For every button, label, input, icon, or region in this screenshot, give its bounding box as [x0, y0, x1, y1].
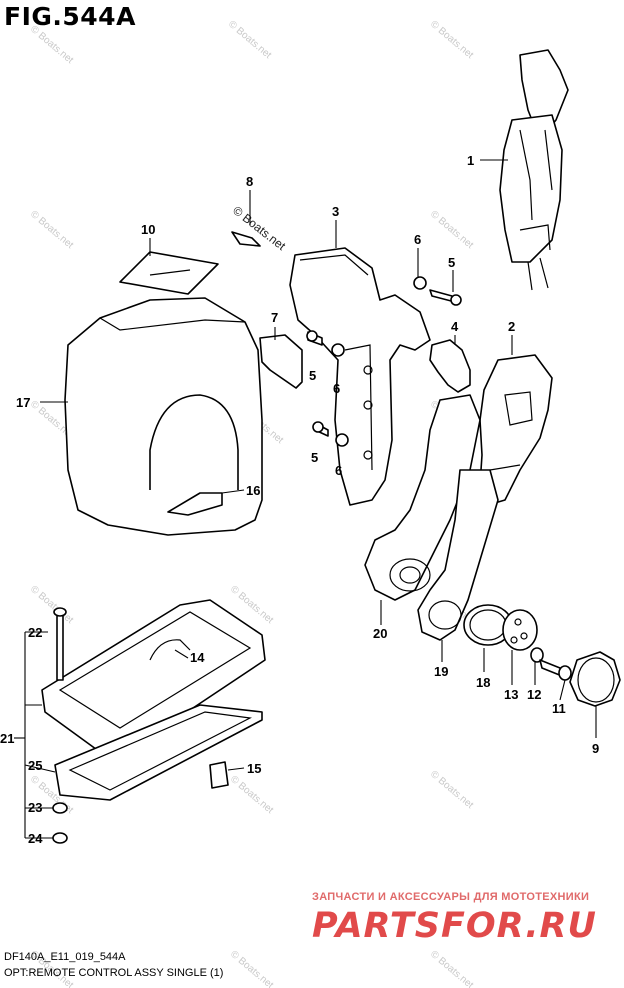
figure-title: FIG.544A [4, 2, 136, 31]
callout-2: 2 [508, 319, 515, 334]
callout-13: 13 [504, 687, 518, 702]
part-5-6-bolts [306, 276, 462, 447]
watermark-text: © Boats.net [226, 19, 273, 61]
part-8-small-clip [231, 231, 261, 247]
part-7-clip [259, 334, 303, 389]
leader-lines [14, 159, 597, 839]
callout-25: 25 [28, 758, 42, 773]
brand-tagline: ЗАПЧАСТИ И АКСЕССУАРЫ ДЛЯ МОТОТЕХНИКИ [312, 891, 590, 903]
part-9-cap [569, 651, 621, 707]
callout-11: 11 [552, 701, 566, 716]
callout-10: 10 [141, 222, 155, 237]
watermark-text: © Boats.net [228, 774, 275, 816]
part-22-screw [53, 607, 67, 681]
part-15-clip [209, 761, 229, 789]
figure-caption: OPT:REMOTE CONTROL ASSY SINGLE (1) [4, 967, 224, 979]
callout-19: 19 [434, 664, 448, 679]
callout-15: 15 [247, 761, 261, 776]
callout-4: 4 [451, 319, 459, 334]
callout-14: 14 [190, 650, 205, 665]
watermark-text: © Boats.net [28, 24, 75, 66]
callout-5: 5 [448, 255, 455, 270]
callout-22: 22 [28, 625, 42, 640]
callout-16: 16 [246, 483, 260, 498]
watermark-text: © Boats.net [428, 209, 475, 251]
watermark-text: © Boats.net [428, 949, 475, 988]
callout-24: 24 [28, 831, 43, 846]
callout-18: 18 [476, 675, 490, 690]
callout-23: 23 [28, 800, 42, 815]
part-10-plate [119, 251, 219, 295]
part-20-shift-arm [364, 394, 481, 601]
callout-6: 6 [335, 463, 342, 478]
callout-8: 8 [246, 174, 253, 189]
callout-6: 6 [414, 232, 421, 247]
watermark-text: © Boats.net [428, 19, 475, 61]
callout-6: 6 [333, 381, 340, 396]
callout-9: 9 [592, 741, 599, 756]
callout-labels: 1 2 3 4 5 5 5 6 6 6 7 8 9 10 11 12 13 14… [0, 153, 599, 846]
part-17-cover [64, 297, 263, 536]
callout-1: 1 [467, 153, 474, 168]
part-21-base-plate [41, 599, 266, 801]
part-23-24-nuts [52, 802, 68, 844]
callout-5: 5 [311, 450, 318, 465]
callout-3: 3 [332, 204, 339, 219]
part-13-disc [502, 609, 538, 651]
part-1-control-handle [499, 49, 569, 291]
callout-7: 7 [271, 310, 278, 325]
callout-20: 20 [373, 626, 387, 641]
model-code: DF140A_E11_019_544A [4, 951, 126, 963]
part-11-screw [539, 659, 572, 681]
watermark-text: © Boats.net [28, 584, 75, 626]
watermark-text: © Boats.net [28, 209, 75, 251]
part-19-throttle-arm [417, 469, 499, 641]
brand-logo: PARTSFOR.RU [312, 906, 597, 946]
callout-12: 12 [527, 687, 541, 702]
watermark-text: © Boats.net [228, 949, 275, 988]
part-4-knob [429, 339, 471, 393]
watermark-text: © Boats.net [428, 769, 475, 811]
callout-21: 21 [0, 731, 14, 746]
callout-5: 5 [309, 368, 316, 383]
part-12-washer [530, 647, 544, 663]
callout-17: 17 [16, 395, 30, 410]
